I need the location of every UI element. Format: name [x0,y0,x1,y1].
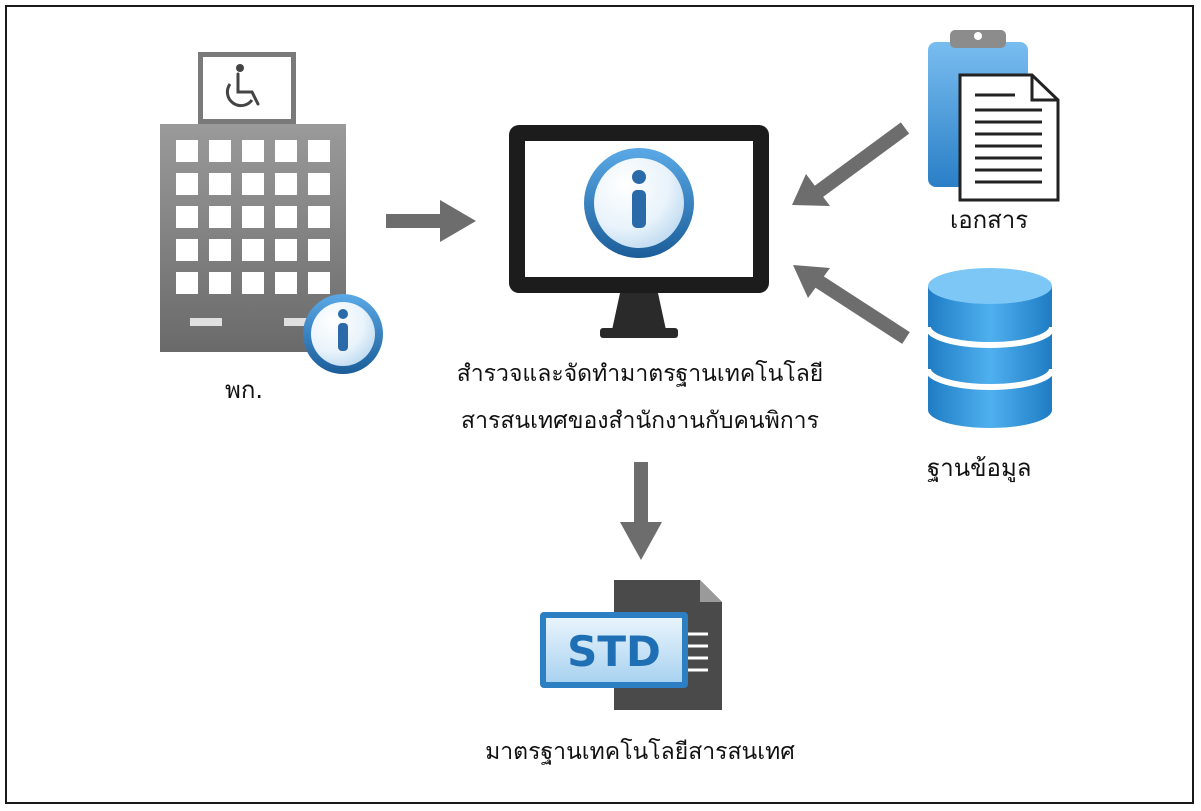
building-window [242,272,264,294]
building-window [209,239,231,261]
database-icon [925,268,1055,428]
building-window [176,173,198,195]
clipboard-documents-icon [928,30,1060,202]
info-screen-icon [584,148,694,258]
standard-label: มาตรฐานเทคโนโลยีสารสนเทศ [485,739,795,765]
info-badge-icon [303,294,383,374]
building-window [308,239,330,261]
building-window [275,140,297,162]
building-window [242,206,264,228]
database-label: ฐานข้อมูล [927,454,1032,482]
building-window [308,140,330,162]
arrow-system-to-standard [620,462,662,560]
arrow-office-to-system [386,200,476,242]
building-window [275,239,297,261]
office-building-icon [160,52,346,352]
arrow-database-to-system [793,265,910,344]
building-window [176,272,198,294]
wheelchair-icon [225,64,260,108]
standard-document-icon: STD [540,580,722,710]
building-window [242,173,264,195]
building-window [242,140,264,162]
building-window [209,173,231,195]
building-window [176,140,198,162]
building-window [275,272,297,294]
system-label-line2: สารสนเทศของสำนักงานกับคนพิการ [461,408,819,434]
building-window [308,173,330,195]
building-window [176,206,198,228]
arrow-documents-to-system [792,122,910,206]
building-window [308,206,330,228]
building-window [308,272,330,294]
building-window [209,206,231,228]
building-window [275,173,297,195]
building-window [176,239,198,261]
building-window [209,272,231,294]
std-badge-text: STD [567,627,661,676]
building-window [275,206,297,228]
documents-label: เอกสาร [950,206,1029,234]
system-label-line1: สำรวจและจัดทำมาตรฐานเทคโนโลยี [456,361,824,387]
building-window [242,239,264,261]
building-window [209,140,231,162]
office-label: พก. [225,376,263,404]
